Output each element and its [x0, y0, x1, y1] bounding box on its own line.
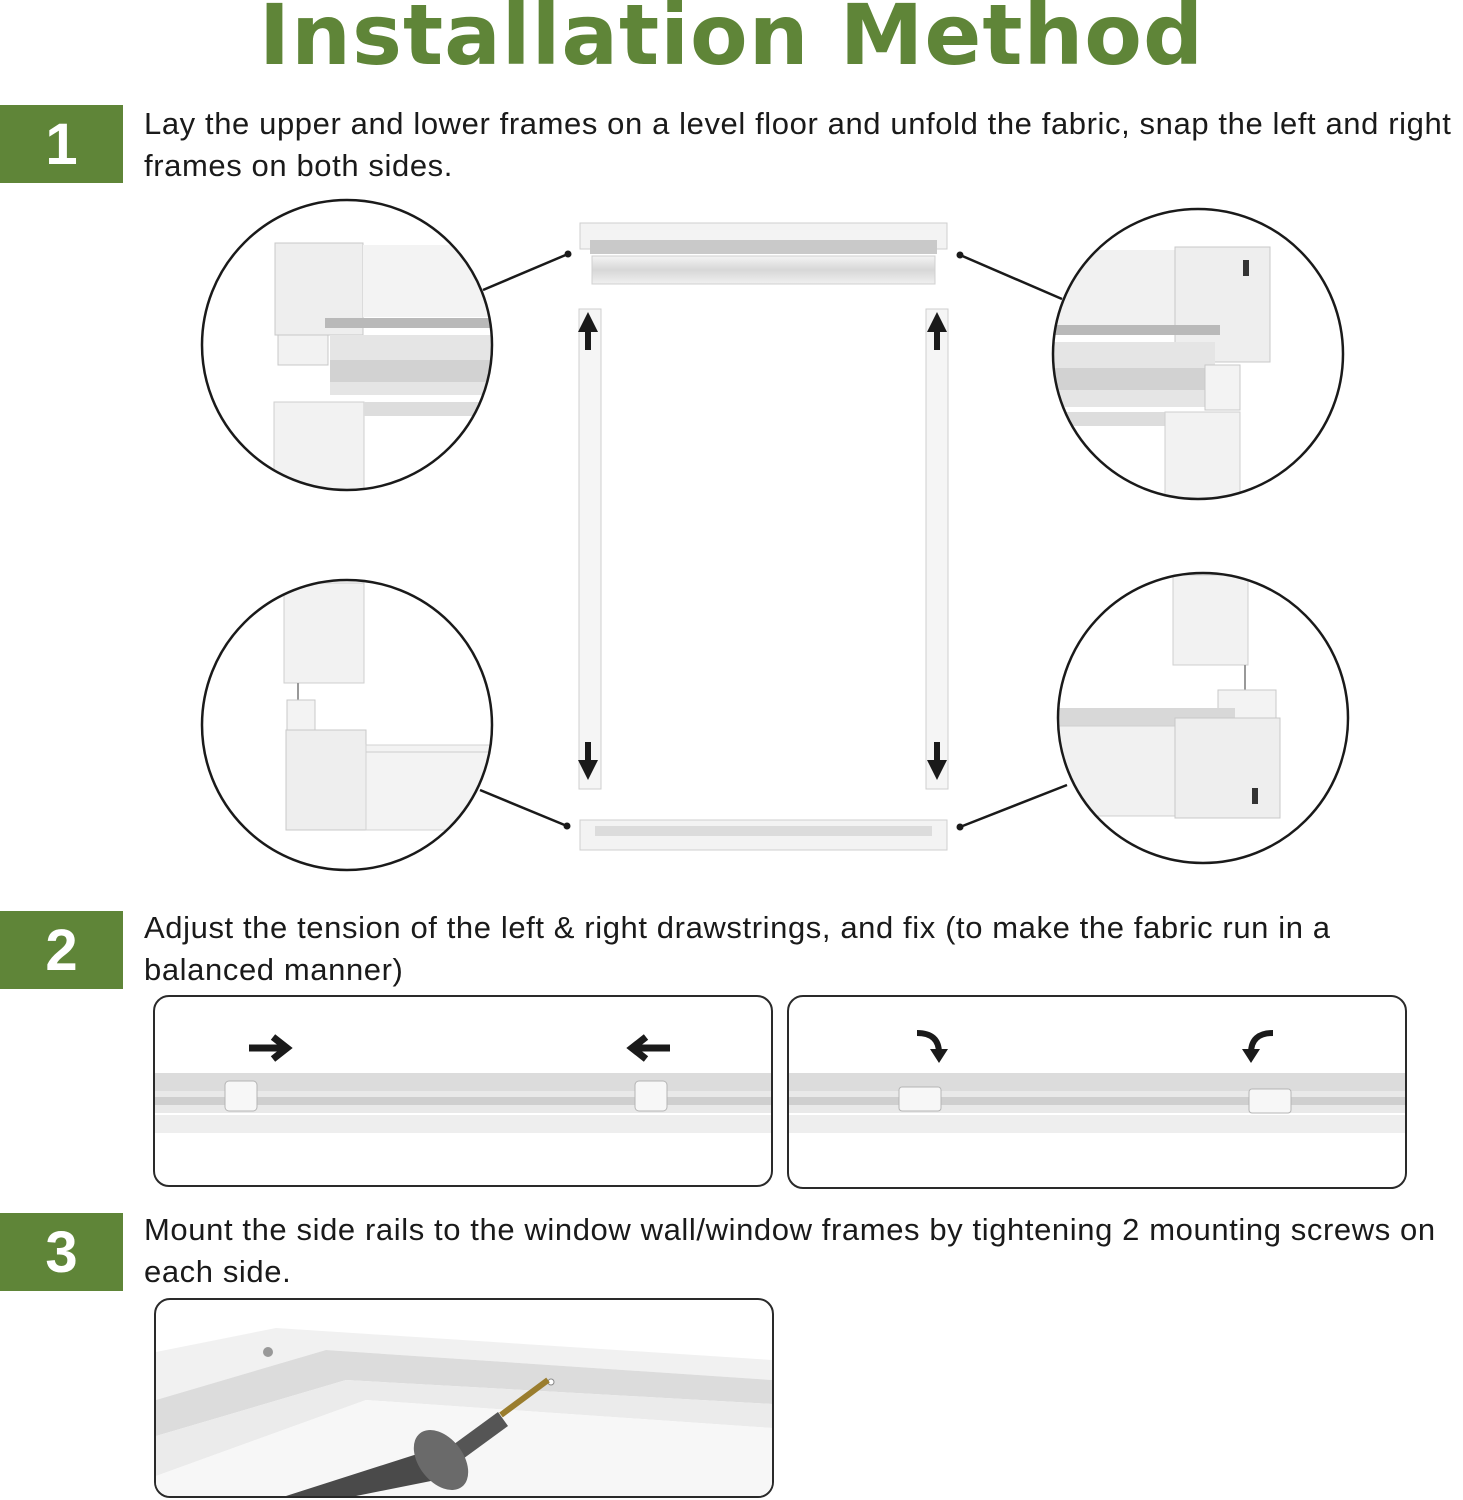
- drawstring-panel-left: [153, 995, 773, 1187]
- arrow-down-icon: [927, 742, 947, 780]
- screwdriver-icon: [286, 1377, 550, 1496]
- detail-top-right-corner: [1051, 207, 1345, 501]
- detail-bottom-right-corner: [1056, 571, 1350, 865]
- page-title: Installation Method: [258, 0, 1205, 84]
- arrow-right-icon: [249, 1034, 293, 1062]
- step-1-badge: 1: [0, 105, 123, 183]
- arrow-up-icon: [578, 312, 598, 350]
- detail-bottom-left-corner: [200, 578, 494, 872]
- drawstring-panel-right: [787, 995, 1407, 1189]
- arrow-down-icon: [578, 742, 598, 780]
- step-3-text: Mount the side rails to the window wall/…: [144, 1212, 1436, 1289]
- step-2-badge: 2: [0, 911, 123, 989]
- arrow-up-icon: [927, 312, 947, 350]
- step-1-text: Lay the upper and lower frames on a leve…: [144, 106, 1452, 183]
- frame-assembly-illustration: [200, 198, 1350, 872]
- step-3-badge: 3: [0, 1213, 123, 1291]
- detail-top-left-corner: [200, 198, 494, 492]
- mounting-screw-panel: [154, 1298, 774, 1498]
- step-2-text: Adjust the tension of the left & right d…: [144, 910, 1331, 987]
- window-frame: [578, 222, 949, 851]
- arrow-left-icon: [626, 1034, 670, 1062]
